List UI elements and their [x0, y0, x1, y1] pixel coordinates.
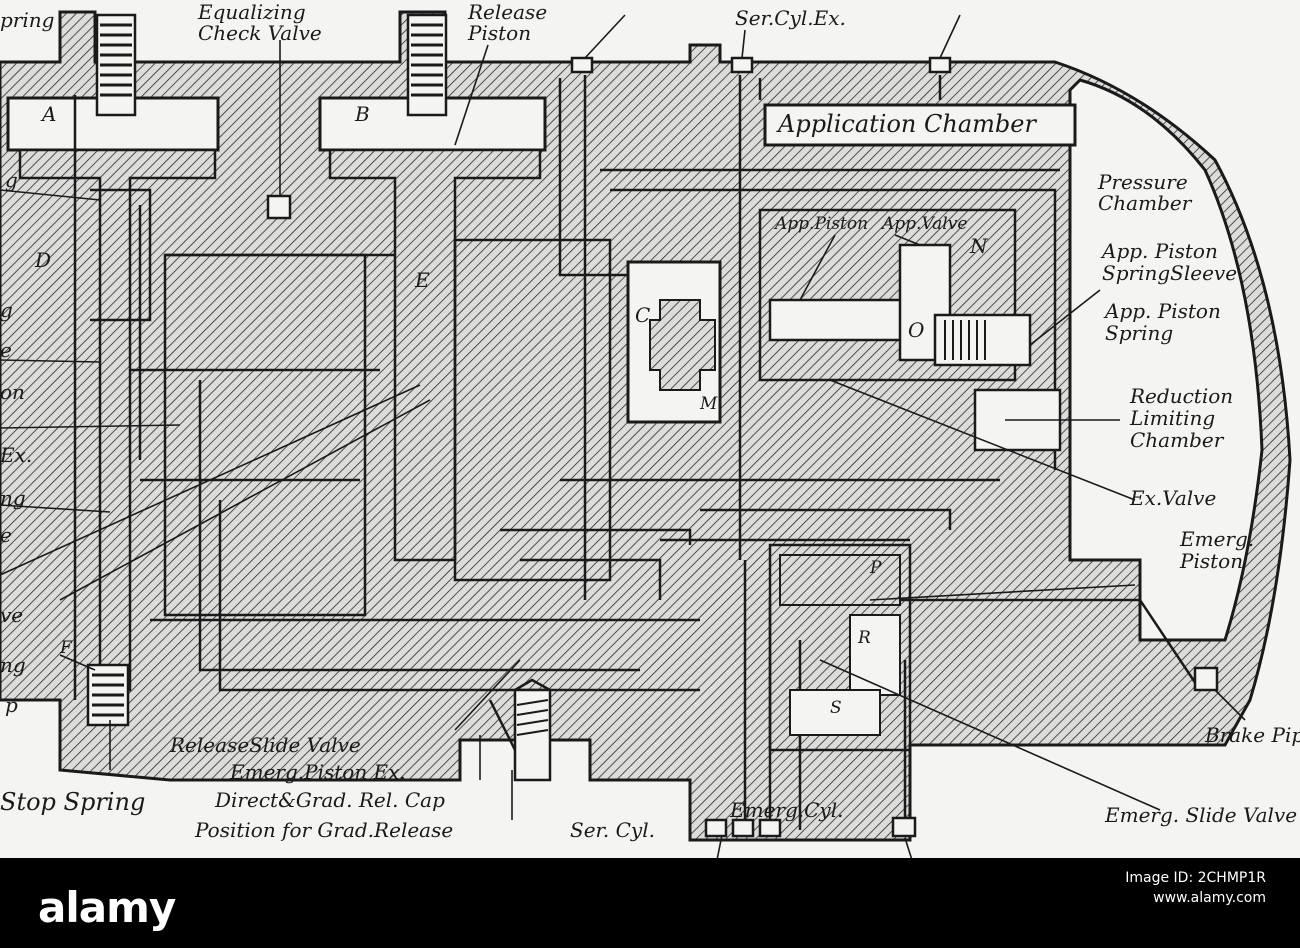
label-brake-pipe: Brake Pip	[1205, 723, 1300, 747]
stop-spring-plug	[86, 663, 130, 727]
label-emerg-slide-valve: Emerg. Slide Valve	[1105, 803, 1298, 827]
pressure-chamber-cavity	[1068, 78, 1264, 642]
body-casting	[0, 10, 1292, 842]
chamber-r	[849, 614, 901, 696]
app-piston-spring	[933, 313, 1032, 367]
label-fragment-7: ve	[0, 603, 24, 627]
label-chamber-a: A	[42, 102, 57, 126]
emergency-piston	[779, 554, 901, 606]
interior-block-mid	[453, 238, 612, 582]
leader-lines	[0, 14, 1246, 861]
label-r: R	[858, 628, 871, 648]
label-fragment-3: on	[0, 380, 25, 404]
label-ser-cyl-ex: Ser.Cyl.Ex.	[735, 6, 846, 30]
site-url-text: www.alamy.com	[1153, 890, 1266, 906]
label-fragment-6: e	[0, 523, 12, 547]
app-piston-housing	[758, 208, 1017, 382]
label-n: N	[970, 234, 988, 258]
label-app-piston-spring-sleeve: App. Piston SpringSleeve	[1102, 239, 1238, 285]
label-o: O	[908, 318, 925, 342]
label-fragment-1: g	[0, 298, 13, 322]
emergency-valve-housing	[768, 543, 912, 752]
label-emerg-piston: Emerg. Piston	[1180, 527, 1255, 573]
label-stop-spring: Stop Spring	[0, 788, 146, 816]
grad-release-cap-stud	[513, 678, 552, 782]
spring-plug-b	[406, 13, 448, 117]
label-position-grad-release: Position for Grad.Release	[195, 818, 454, 842]
application-chamber	[763, 103, 1077, 147]
label-emerg-cyl: Emerg.Cyl.	[730, 798, 844, 822]
label-m: M	[700, 394, 718, 414]
app-piston-spring-coils	[944, 320, 986, 360]
label-equalizing-check-valve: Equalizing Check Valve	[198, 0, 322, 45]
label-c: C	[635, 303, 651, 327]
label-reduction-limiting-chamber: Reduction Limiting Chamber	[1130, 384, 1234, 452]
label-release-piston: Release Piston	[468, 0, 548, 45]
label-ser-cyl: Ser. Cyl.	[570, 818, 655, 842]
label-release-slide-valve: ReleaseSlide Valve	[170, 733, 361, 757]
label-app-piston: App.Piston	[775, 214, 869, 234]
watermark-banner: alamy Image ID: 2CHMP1R www.alamy.com	[0, 858, 1300, 948]
brand-logo: alamy	[38, 883, 176, 932]
label-p: P	[870, 558, 882, 578]
label-ex-valve: Ex.Valve	[1130, 486, 1217, 510]
image-id-block: Image ID: 2CHMP1R www.alamy.com	[1125, 868, 1266, 908]
label-fragment-4: Ex.	[0, 443, 33, 467]
label-fragment-2: e	[0, 338, 12, 362]
label-fragment-9: p	[5, 693, 18, 717]
label-pressure-chamber: Pressure Chamber	[1098, 170, 1192, 215]
label-fragment-5: ng	[0, 486, 26, 510]
label-g-left: g	[5, 168, 18, 192]
label-direct-grad-rel-cap: Direct&Grad. Rel. Cap	[215, 788, 445, 812]
chamber-s	[789, 689, 881, 736]
label-f: F	[60, 638, 72, 658]
label-s: S	[830, 698, 842, 718]
label-emerg-piston-ex: Emerg.Piston Ex.	[230, 760, 406, 784]
label-d: D	[35, 248, 52, 272]
label-spring-top-left: pring	[0, 8, 55, 32]
label-chamber-b: B	[355, 102, 370, 126]
label-e: E	[415, 268, 430, 292]
piston-c	[649, 299, 716, 391]
spring-plug-a	[95, 13, 137, 117]
image-id-text: Image ID: 2CHMP1R	[1125, 870, 1266, 886]
air-passages	[73, 75, 1202, 830]
label-app-piston-spring: App. Piston Spring	[1105, 299, 1221, 345]
label-app-valve: App.Valve	[882, 214, 968, 234]
label-application-chamber: Application Chamber	[778, 110, 1036, 138]
piston-a	[18, 148, 217, 692]
label-fragment-8: ng	[0, 653, 26, 677]
